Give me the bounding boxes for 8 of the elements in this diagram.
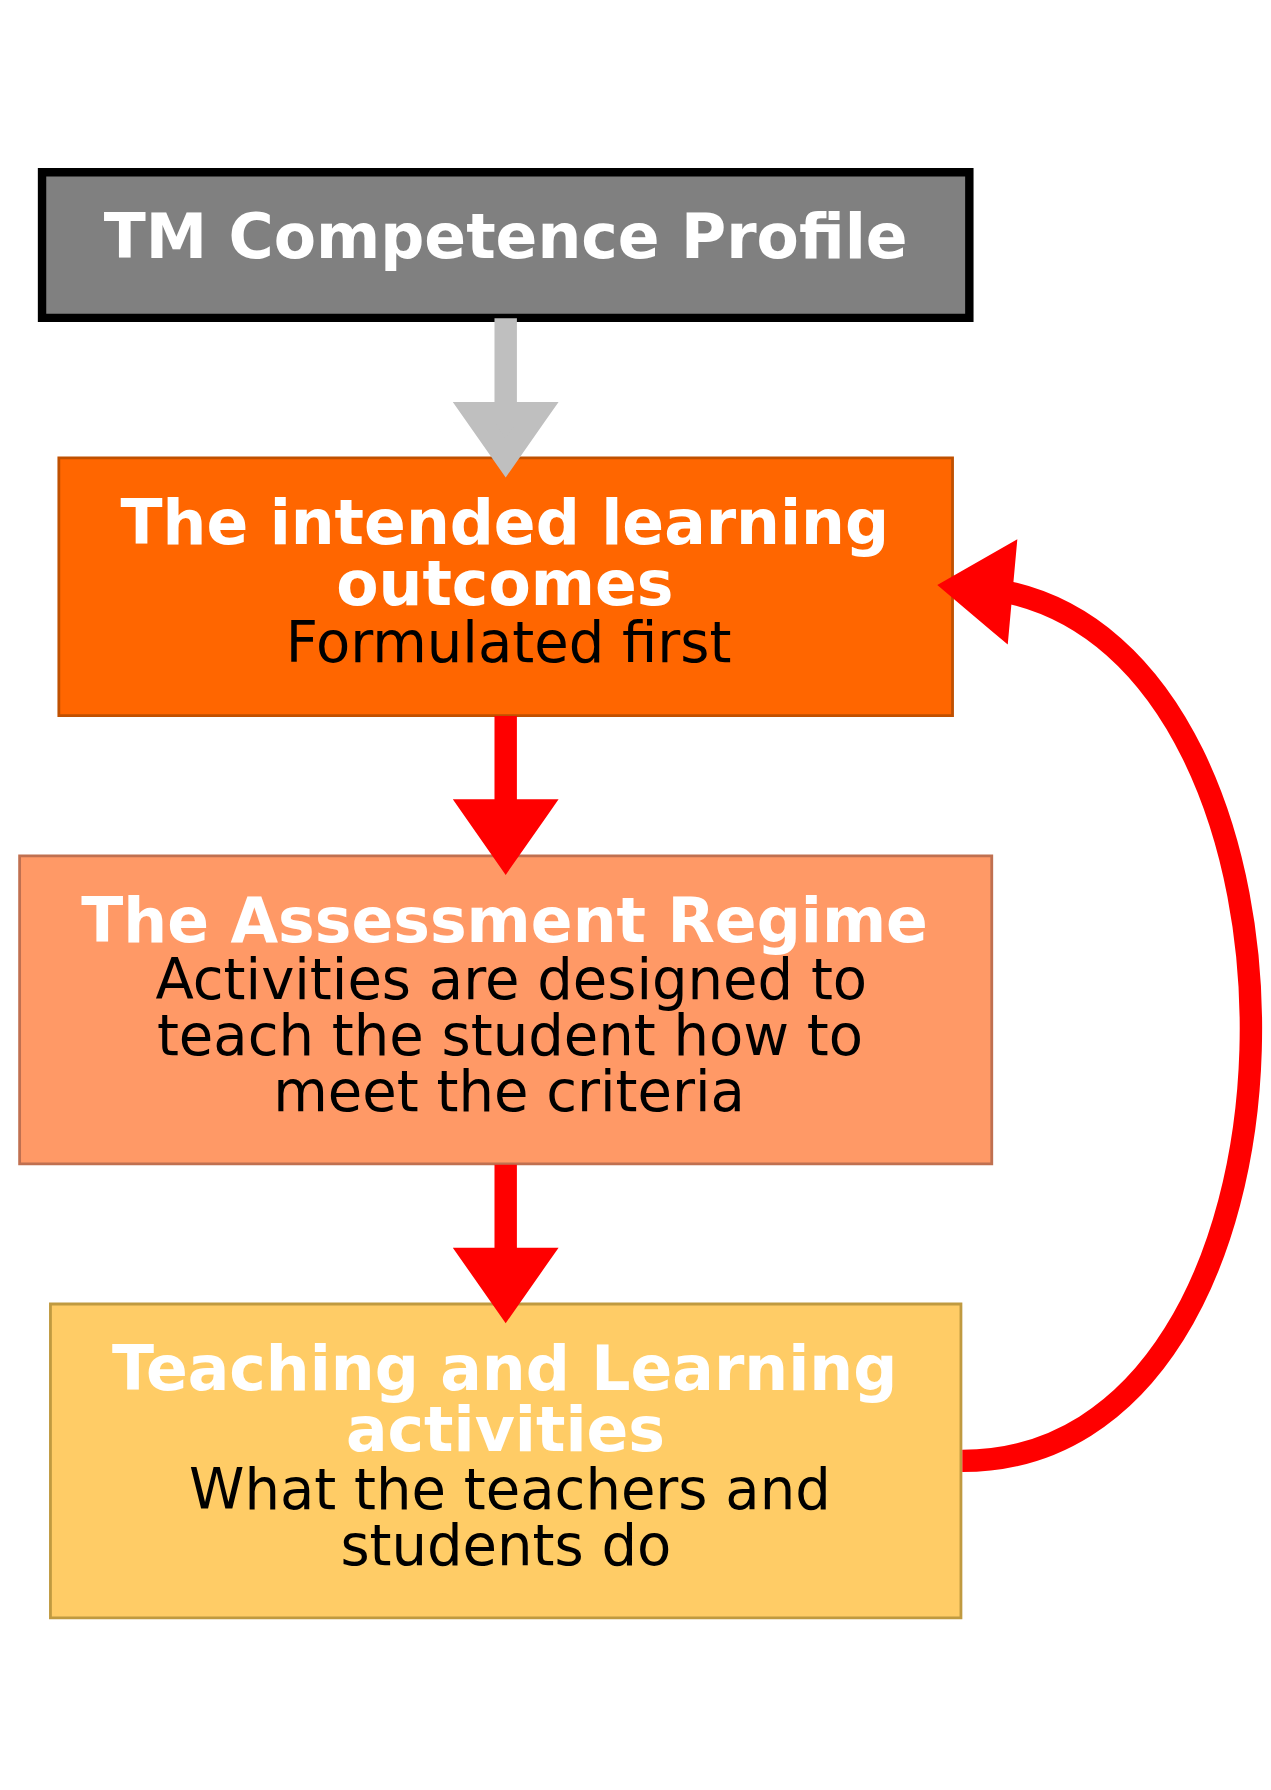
arrow — [452, 1164, 559, 1324]
node-box: The intended learning outcomes Formulated first — [57, 456, 954, 718]
arrow — [937, 539, 1262, 1472]
node-box: Teaching and Learning activities What the teachers and students do — [49, 1302, 963, 1620]
node-box: The Assessment Regime Activities are designed to teach the student how to meet the criteria — [18, 854, 994, 1166]
arrow — [452, 716, 559, 875]
node-box: TM Competence Profile — [37, 168, 974, 323]
arrow — [452, 318, 559, 478]
